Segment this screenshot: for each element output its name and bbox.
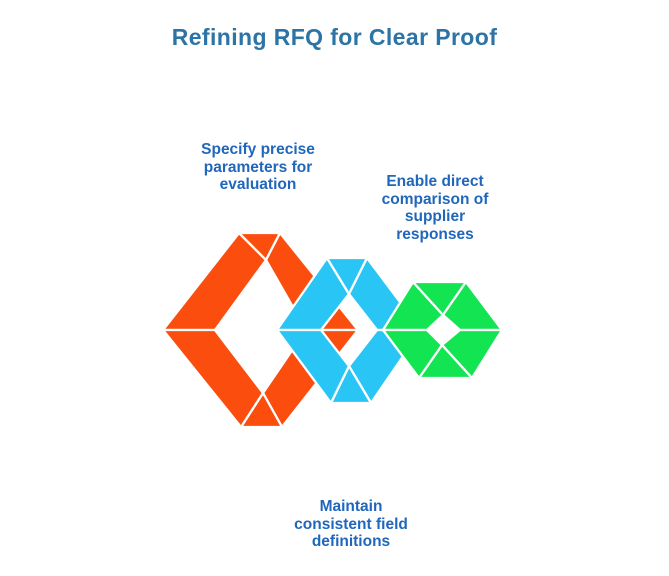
orange-link-facet xyxy=(160,231,268,332)
cyan-link-facet xyxy=(274,328,351,406)
orange-link xyxy=(160,230,361,430)
label-specify-parameters: Specify precise parameters for evaluatio… xyxy=(201,141,315,194)
label-line: consistent field xyxy=(294,515,408,533)
green-link-facet xyxy=(380,328,444,380)
label-line: parameters for xyxy=(203,158,313,176)
label-line: supplier xyxy=(404,208,466,226)
label-line: comparison of xyxy=(381,190,489,208)
label-maintain-definitions: Maintain consistent field definitions xyxy=(294,498,408,551)
cyan-link xyxy=(274,255,424,406)
label-line: definitions xyxy=(311,533,391,551)
label-line: evaluation xyxy=(219,176,297,194)
label-line: Maintain xyxy=(319,498,383,515)
label-line: Specify precise xyxy=(201,141,315,158)
green-link xyxy=(380,280,505,380)
label-enable-comparison: Enable direct comparison of supplier res… xyxy=(382,173,489,243)
label-line: Enable direct xyxy=(386,173,484,190)
page-title: Refining RFQ for Clear Proof xyxy=(171,24,498,50)
orange-link-facet xyxy=(160,328,265,429)
label-line: responses xyxy=(396,225,474,243)
